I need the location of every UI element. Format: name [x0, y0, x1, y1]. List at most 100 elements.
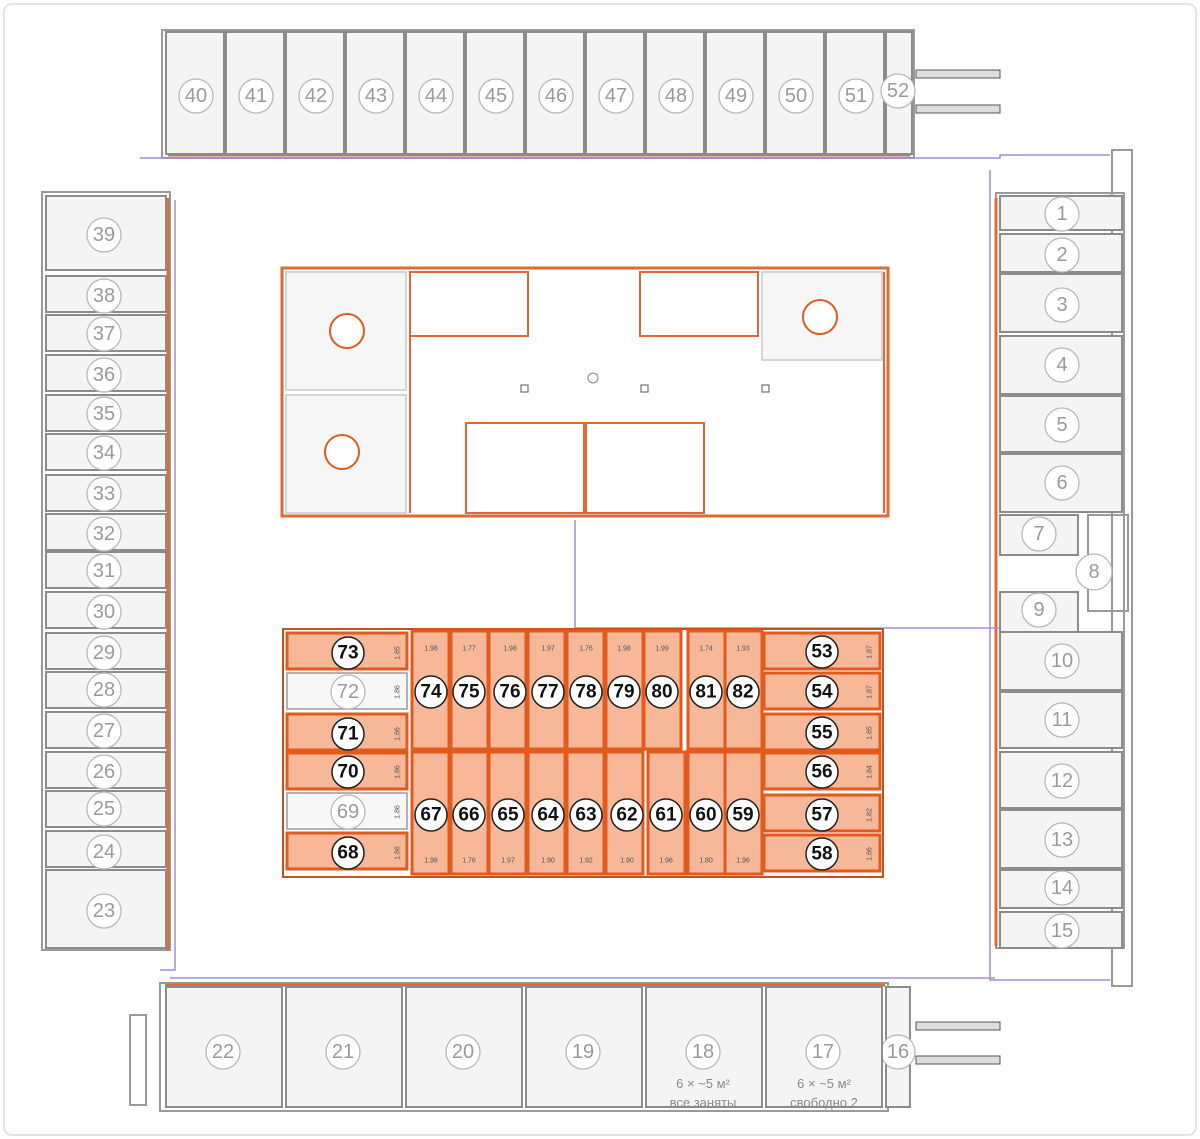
unit-78[interactable]: 781.76 [565, 629, 606, 751]
unit-19[interactable]: 19 [525, 986, 643, 1108]
unit-81[interactable]: 811.74 [686, 629, 727, 751]
unit-12[interactable]: 12 [999, 751, 1123, 809]
unit-41-marker [238, 78, 274, 114]
unit-59[interactable]: 591.96 [723, 750, 764, 876]
unit-35-marker [86, 396, 122, 432]
unit-34[interactable]: 34 [45, 433, 167, 471]
unit-57-size: 1.82 [867, 808, 874, 822]
unit-30-number: 30 [93, 601, 115, 623]
unit-39[interactable]: 39 [45, 195, 167, 271]
unit-4[interactable]: 4 [999, 335, 1123, 395]
unit-9[interactable]: 9 [999, 591, 1079, 633]
unit-29[interactable]: 29 [45, 632, 167, 671]
unit-17[interactable]: 17 [765, 986, 883, 1108]
unit-79[interactable]: 791.98 [604, 629, 645, 751]
unit-33[interactable]: 33 [45, 474, 167, 512]
unit-75[interactable]: 751.77 [449, 629, 490, 751]
unit-82[interactable]: 821.93 [723, 629, 764, 751]
unit-35[interactable]: 35 [45, 394, 167, 432]
unit-38[interactable]: 38 [45, 275, 167, 314]
unit-43[interactable]: 43 [345, 31, 405, 155]
unit-30[interactable]: 30 [45, 591, 167, 630]
unit-16[interactable]: 16 [880, 986, 916, 1108]
unit-31[interactable]: 31 [45, 551, 167, 589]
unit-77[interactable]: 771.97 [526, 629, 567, 751]
unit-73-number: 73 [337, 643, 358, 664]
unit-51[interactable]: 51 [825, 31, 885, 155]
unit-47[interactable]: 47 [585, 31, 645, 155]
unit-68-number: 68 [337, 843, 358, 864]
unit-72-marker [330, 674, 366, 710]
unit-13-number: 13 [1051, 829, 1073, 851]
unit-28[interactable]: 28 [45, 671, 167, 709]
unit-67[interactable]: 671.98 [410, 750, 451, 876]
unit-42[interactable]: 42 [285, 31, 345, 155]
unit-60[interactable]: 601.80 [686, 750, 727, 876]
unit-46[interactable]: 46 [525, 31, 585, 155]
unit-66[interactable]: 661.76 [449, 750, 490, 876]
unit-1[interactable]: 1 [999, 195, 1123, 232]
unit-40[interactable]: 40 [165, 31, 225, 155]
unit-63[interactable]: 631.92 [565, 750, 606, 876]
unit-13[interactable]: 13 [999, 809, 1123, 869]
unit-10[interactable]: 10 [999, 631, 1123, 691]
unit-27[interactable]: 27 [45, 711, 167, 749]
unit-37[interactable]: 37 [45, 314, 167, 352]
unit-53-size: 1.87 [867, 645, 874, 659]
unit-20[interactable]: 20 [405, 986, 523, 1108]
unit-7[interactable]: 7 [999, 514, 1079, 556]
unit-3[interactable]: 3 [999, 273, 1123, 333]
unit-25[interactable]: 25 [45, 790, 167, 828]
unit-41[interactable]: 41 [225, 31, 285, 155]
unit-14[interactable]: 14 [999, 869, 1123, 909]
unit-46-number: 46 [545, 85, 567, 107]
unit-52[interactable]: 52 [880, 31, 916, 155]
unit-56-marker [805, 755, 839, 789]
unit-39-marker [86, 217, 122, 253]
unit-11[interactable]: 11 [999, 691, 1123, 749]
unit-48[interactable]: 48 [645, 31, 705, 155]
unit-8[interactable]: 8 [1075, 553, 1113, 591]
unit-6[interactable]: 6 [999, 453, 1123, 513]
unit-64[interactable]: 641.90 [526, 750, 567, 876]
unit-22[interactable]: 22 [165, 986, 283, 1108]
unit-31-marker [86, 553, 122, 589]
unit-76[interactable]: 761.98 [487, 629, 528, 751]
unit-80[interactable]: 801.99 [642, 629, 683, 751]
unit-21[interactable]: 21 [285, 986, 403, 1108]
unit-45[interactable]: 45 [465, 31, 525, 155]
unit-24[interactable]: 24 [45, 830, 167, 870]
unit-62[interactable]: 621.90 [604, 750, 645, 876]
ramp-top-right [915, 69, 1001, 114]
unit-65[interactable]: 651.97 [487, 750, 528, 876]
unit-58-number: 58 [811, 844, 832, 865]
unit-5[interactable]: 5 [999, 395, 1123, 453]
unit-26[interactable]: 26 [45, 751, 167, 790]
unit-44[interactable]: 44 [405, 31, 465, 155]
unit-18[interactable]: 18 [645, 986, 763, 1108]
unit-32[interactable]: 32 [45, 513, 167, 552]
unit-36[interactable]: 36 [45, 354, 167, 393]
unit-61[interactable]: 611.96 [646, 750, 687, 876]
unit-49[interactable]: 49 [705, 31, 765, 155]
unit-74[interactable]: 741.98 [410, 629, 451, 751]
unit-1-marker [1044, 196, 1080, 232]
unit-50[interactable]: 50 [765, 31, 825, 155]
unit-3-number: 3 [1056, 294, 1067, 316]
unit-19-number: 19 [572, 1041, 594, 1063]
unit-23[interactable]: 23 [45, 869, 167, 949]
unit-15[interactable]: 15 [999, 911, 1123, 949]
unit-2[interactable]: 2 [999, 233, 1123, 273]
